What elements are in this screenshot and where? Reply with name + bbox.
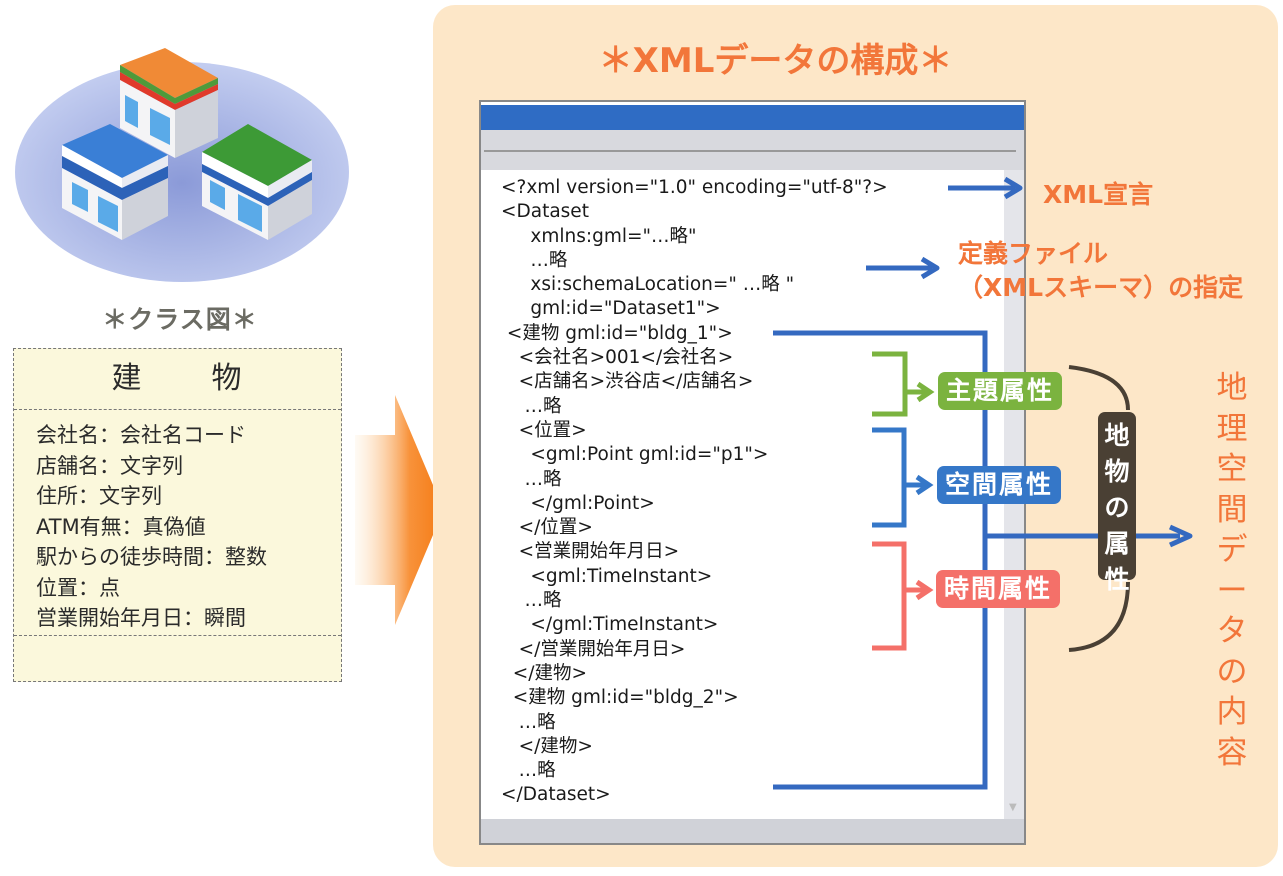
xml-code-line: <gml:Point gml:id="p1"> xyxy=(501,444,769,466)
class-attribute: 位置：点 xyxy=(36,575,120,600)
temporal-attribute-badge: 時間属性 xyxy=(936,570,1061,608)
class-attribute: ATM有無：真偽値 xyxy=(36,514,206,539)
vertical-label-char: 空 xyxy=(1216,451,1248,487)
class-attributes: 会社名：会社名コード 店舗名：文字列 住所：文字列 ATM有無：真偽値 駅からの… xyxy=(14,410,341,636)
schema-specification-label: （XMLスキーマ）の指定 xyxy=(958,273,1244,302)
xml-code-line: <Dataset xyxy=(501,201,589,223)
vertical-label-char: 内 xyxy=(1216,694,1248,730)
xml-code-line: …略 xyxy=(501,760,556,782)
vertical-label-char: 理 xyxy=(1216,410,1248,447)
vertical-label-char: 属 xyxy=(1104,529,1130,558)
xml-code-line: xmlns:gml="…略" xyxy=(501,225,697,247)
window-titlebar[interactable] xyxy=(481,105,1024,130)
xml-code-line: </Dataset> xyxy=(501,784,611,806)
xml-code-line: <gml:TimeInstant> xyxy=(501,565,713,587)
xml-code-line: …略 xyxy=(501,395,562,417)
window-statusbar xyxy=(481,819,1024,843)
scroll-down-arrow-icon[interactable]: ▼ xyxy=(1009,802,1017,813)
transform-arrow-icon xyxy=(355,395,433,625)
vertical-label-char: 間 xyxy=(1216,491,1248,528)
xml-code-line: </営業開始年月日> xyxy=(501,638,686,660)
vertical-label-char: タ xyxy=(1216,613,1248,649)
xml-code-line: …略 xyxy=(501,249,568,271)
vertical-label-char: ー xyxy=(1216,572,1248,609)
window-toolbar xyxy=(481,130,1024,170)
class-attribute: 駅からの徒歩時間：整数 xyxy=(36,545,267,569)
xml-code-line: </gml:TimeInstant> xyxy=(501,614,719,636)
xml-code-line: <建物 gml:id="bldg_1"> xyxy=(501,322,733,344)
vertical-label-char: の xyxy=(1216,653,1248,690)
store-green-icon xyxy=(202,124,312,240)
vertical-label-char: 地 xyxy=(1216,370,1248,406)
xml-code-line: <店舗名>渋谷店</店舗名> xyxy=(501,371,754,393)
xml-code: <?xml version="1.0" encoding="utf-8"?> <D… xyxy=(501,176,888,808)
convenience-store-illustration xyxy=(15,48,349,282)
xml-code-line: <位置> xyxy=(501,419,587,441)
uml-class-box: 建 物 会社名：会社名コード 店舗名：文字列 住所：文字列 ATM有無：真偽値 … xyxy=(13,348,342,682)
feature-attributes-label: 地物の属性 xyxy=(1098,412,1136,594)
xml-code-line: </建物> xyxy=(501,735,593,757)
class-attribute: 営業開始年月日：瞬間 xyxy=(36,606,246,630)
thematic-attribute-badge: 主題属性 xyxy=(938,372,1063,410)
xml-code-line: </建物> xyxy=(501,662,587,684)
vertical-label-char: 物 xyxy=(1104,457,1130,486)
class-attribute: 店舗名：文字列 xyxy=(36,453,183,478)
xml-code-line: <営業開始年月日> xyxy=(501,541,680,563)
xml-code-line: <建物 gml:id="bldg_2"> xyxy=(501,687,739,709)
vertical-label-char: デ xyxy=(1216,532,1248,568)
xml-code-line: xsi:schemaLocation=" …略 " xyxy=(501,274,795,296)
toolbar-divider xyxy=(484,150,1016,152)
xml-code-line: …略 xyxy=(501,590,562,612)
class-attribute: 会社名：会社名コード xyxy=(36,423,246,447)
vertical-label-char: の xyxy=(1104,493,1130,522)
class-attribute: 住所：文字列 xyxy=(36,484,162,508)
vertical-label-char: 性 xyxy=(1104,565,1130,594)
xml-code-line: <会社名>001</会社名> xyxy=(501,347,734,369)
schema-definition-label: 定義ファイル xyxy=(958,239,1109,268)
xml-code-line: …略 xyxy=(501,711,556,733)
vertical-label-char: 容 xyxy=(1216,734,1248,771)
panel-title: ＊XMLデータの構成＊ xyxy=(598,41,953,81)
vertical-label-char: 地 xyxy=(1104,421,1130,450)
xml-code-line: gml:id="Dataset1"> xyxy=(501,298,721,320)
xml-code-line: </位置> xyxy=(501,517,593,539)
xml-code-line: <?xml version="1.0" encoding="utf-8"?> xyxy=(501,177,888,198)
xml-declaration-label: XML宣言 xyxy=(1043,180,1154,209)
class-name: 建 物 xyxy=(14,349,341,410)
class-diagram-caption: ＊クラス図＊ xyxy=(102,305,258,334)
store-blue-icon xyxy=(62,124,168,240)
xml-code-line: …略 xyxy=(501,468,562,490)
xml-code-line: </gml:Point> xyxy=(501,492,655,514)
spatial-attribute-badge: 空間属性 xyxy=(937,466,1062,504)
store-orange-icon xyxy=(120,48,218,158)
geospatial-data-content-label: 地理空間データの内容 xyxy=(1214,368,1250,773)
